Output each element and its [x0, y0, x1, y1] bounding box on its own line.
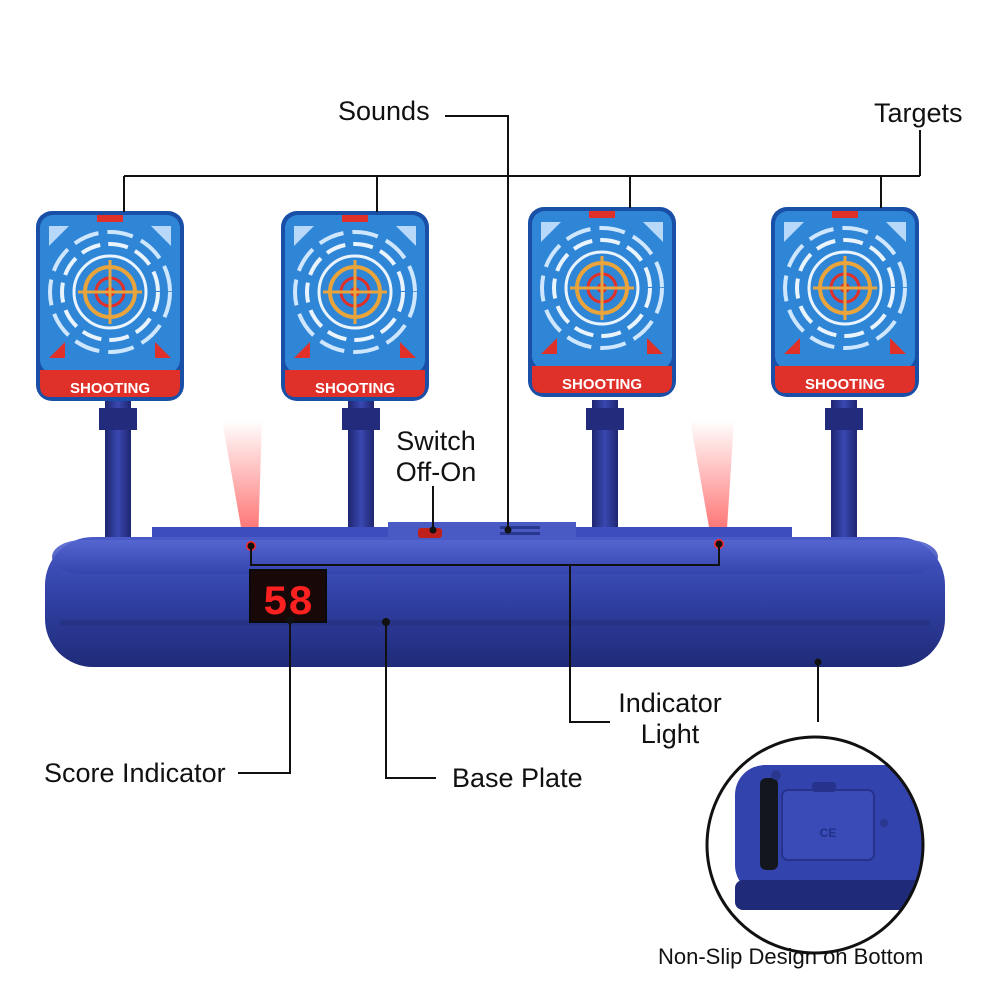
label-sounds: Sounds	[338, 96, 430, 126]
laser-beam-right	[690, 420, 734, 544]
label-switch-line1: Switch	[396, 426, 476, 456]
target-3	[527, 206, 677, 398]
label-indicator-line2: Light	[640, 719, 700, 750]
target-4	[770, 206, 920, 398]
target-1-text: SHOOTING	[70, 380, 150, 397]
target-1	[35, 210, 185, 402]
callout-dots	[247, 526, 822, 666]
label-switch-line2: Off-On	[395, 457, 477, 488]
non-slip-inset	[705, 735, 925, 955]
target-4-text: SHOOTING	[805, 376, 885, 393]
label-score-indicator: Score Indicator	[44, 758, 226, 788]
base-plate	[45, 522, 945, 667]
target-2	[280, 210, 430, 402]
target-3-text: SHOOTING	[562, 376, 642, 393]
label-targets: Targets	[874, 98, 963, 128]
label-indicator-line1: Indicator	[618, 688, 722, 718]
laser-beam-left	[222, 420, 262, 544]
target-2-text: SHOOTING	[315, 380, 395, 397]
target-stands	[99, 400, 863, 550]
ce-mark: CE	[820, 826, 837, 840]
callout-lines	[123, 115, 921, 779]
label-base-plate: Base Plate	[452, 763, 583, 793]
label-indicator-light: Indicator Light	[608, 688, 732, 750]
label-switch: Switch Off-On	[392, 426, 480, 488]
label-non-slip: Non-Slip Design on Bottom	[658, 944, 924, 969]
